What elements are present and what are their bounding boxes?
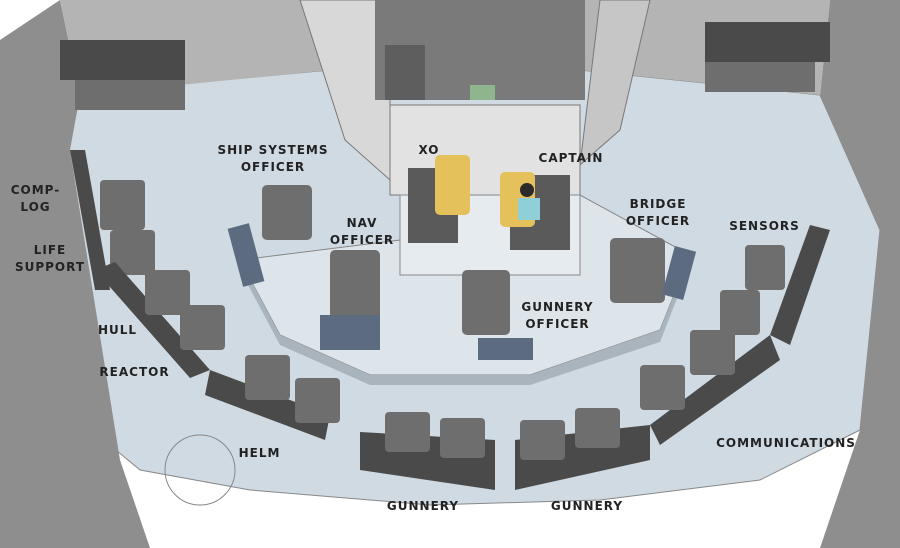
label-xo: XO	[418, 143, 440, 157]
gunnery-officer-chair	[462, 270, 533, 360]
hull-reactor-station	[95, 262, 225, 378]
label-gunnery-right: GUNNERY	[550, 499, 624, 513]
label-sensors: SENSORS	[729, 219, 800, 233]
sensors-station	[720, 225, 830, 345]
captain-chair	[500, 172, 570, 250]
label-gunnery-left: GUNNERY	[386, 499, 460, 513]
label-captain: CAPTAIN	[538, 151, 604, 165]
label-life-support: LIFE SUPPORT	[14, 243, 86, 274]
label-nav-officer: NAV OFFICER	[329, 216, 395, 247]
left-outer-wall	[0, 0, 150, 548]
label-reactor: REACTOR	[99, 365, 170, 379]
label-bridge-officer: BRIDGE OFFICER	[625, 197, 691, 228]
right-outer-wall	[820, 0, 900, 548]
label-communications: COMMUNICATIONS	[716, 436, 856, 450]
communications-station	[640, 330, 780, 445]
ship-systems-chair	[227, 185, 312, 287]
gunnery-right-station	[515, 408, 650, 490]
floor-hatch	[164, 434, 236, 506]
nav-chair	[320, 250, 380, 350]
helm-station	[205, 355, 340, 440]
comp-log-station	[70, 150, 145, 290]
top-left-console	[60, 40, 185, 110]
label-helm: HELM	[238, 446, 281, 460]
label-hull: HULL	[97, 323, 138, 337]
lift-tube	[375, 0, 585, 100]
label-comp-log: COMP- LOG	[10, 183, 61, 214]
gunnery-left-station	[360, 412, 495, 490]
top-right-console	[705, 22, 830, 92]
bridge-officer-chair	[610, 238, 697, 303]
lift-door-left	[385, 45, 425, 100]
center-structure-right	[579, 0, 651, 167]
lift-door-right	[470, 85, 495, 100]
label-gunnery-officer: GUNNERY OFFICER	[521, 300, 594, 331]
life-support-station	[110, 230, 155, 275]
xo-chair	[408, 155, 470, 243]
label-ship-systems-officer: SHIP SYSTEMS OFFICER	[217, 143, 329, 174]
